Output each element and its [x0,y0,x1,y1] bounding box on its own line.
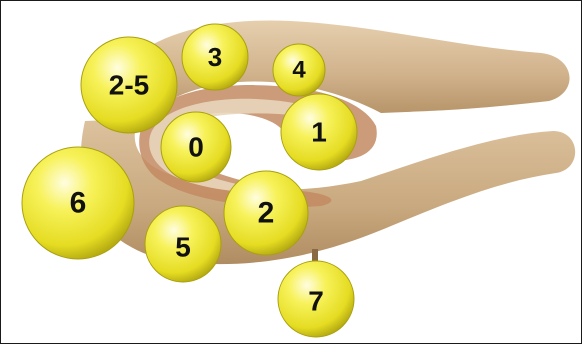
ball-3: 3 [182,24,248,90]
ball-label-4: 4 [292,57,306,84]
ball-2-5: 2-5 [81,37,177,133]
ball-5: 5 [145,206,221,282]
ball-4: 4 [273,44,325,96]
ball-label-7: 7 [308,286,324,317]
ball-label-6: 6 [70,187,87,220]
ball-6: 6 [22,147,134,259]
ball-label-3: 3 [208,42,222,72]
ball-label-5: 5 [175,232,191,263]
ball-label-0: 0 [188,132,204,163]
ball-label-1: 1 [311,117,327,148]
ball-label-2: 2 [258,197,275,230]
ball-2: 2 [224,171,308,255]
ball-1: 1 [281,94,357,170]
ball-0: 0 [161,112,231,182]
ball-7: 7 [278,261,354,337]
ball-label-2-5: 2-5 [109,70,149,101]
